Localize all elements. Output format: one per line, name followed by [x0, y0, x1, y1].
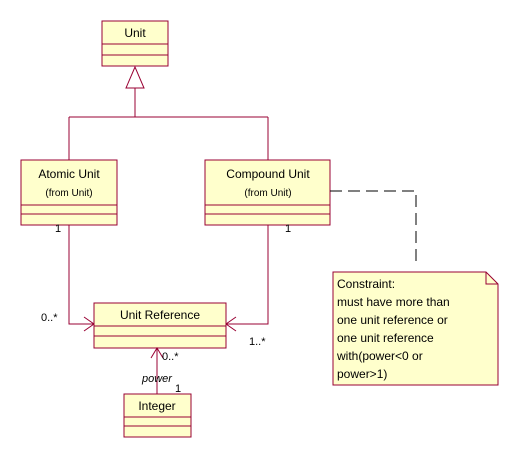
class-stereotype: (from Unit) [45, 188, 92, 199]
association-atomic-unitref: 1 0..* [41, 223, 95, 332]
multiplicity-compound: 1 [285, 223, 291, 235]
class-unit[interactable]: Unit [101, 20, 169, 67]
multiplicity-integer: 1 [175, 383, 181, 395]
multiplicity-integer-ref: 0..* [162, 351, 179, 363]
note-line: with(power<0 or [336, 349, 423, 363]
class-name: Unit [124, 26, 146, 40]
class-integer[interactable]: Integer [123, 393, 192, 438]
multiplicity-atomic: 1 [55, 223, 61, 235]
class-name: Integer [138, 399, 175, 413]
constraint-note[interactable]: Constraint: must have more than one unit… [332, 271, 499, 386]
class-atomic-unit[interactable]: Atomic Unit (from Unit) [20, 159, 118, 226]
class-name: Atomic Unit [38, 167, 100, 181]
note-line: must have more than [337, 295, 450, 309]
role-power-label: power [141, 373, 173, 385]
class-unit-reference[interactable]: Unit Reference [93, 302, 227, 349]
multiplicity-atomic-ref: 0..* [41, 312, 58, 324]
note-line: one unit reference or [337, 313, 448, 327]
association-compound-unitref: 1 1..* [225, 223, 291, 348]
inheritance-arrowhead [125, 65, 145, 89]
multiplicity-compound-ref: 1..* [249, 336, 266, 348]
note-link [330, 190, 417, 266]
note-line: power>1) [337, 367, 387, 381]
class-stereotype: (from Unit) [244, 188, 291, 199]
generalization-connector [68, 65, 269, 160]
association-power: power 0..* 1 [141, 347, 181, 395]
note-line: one unit reference [337, 331, 434, 345]
note-line: Constraint: [337, 277, 395, 291]
class-compound-unit[interactable]: Compound Unit (from Unit) [204, 159, 331, 226]
class-name: Compound Unit [226, 167, 310, 181]
class-name: Unit Reference [120, 308, 200, 322]
